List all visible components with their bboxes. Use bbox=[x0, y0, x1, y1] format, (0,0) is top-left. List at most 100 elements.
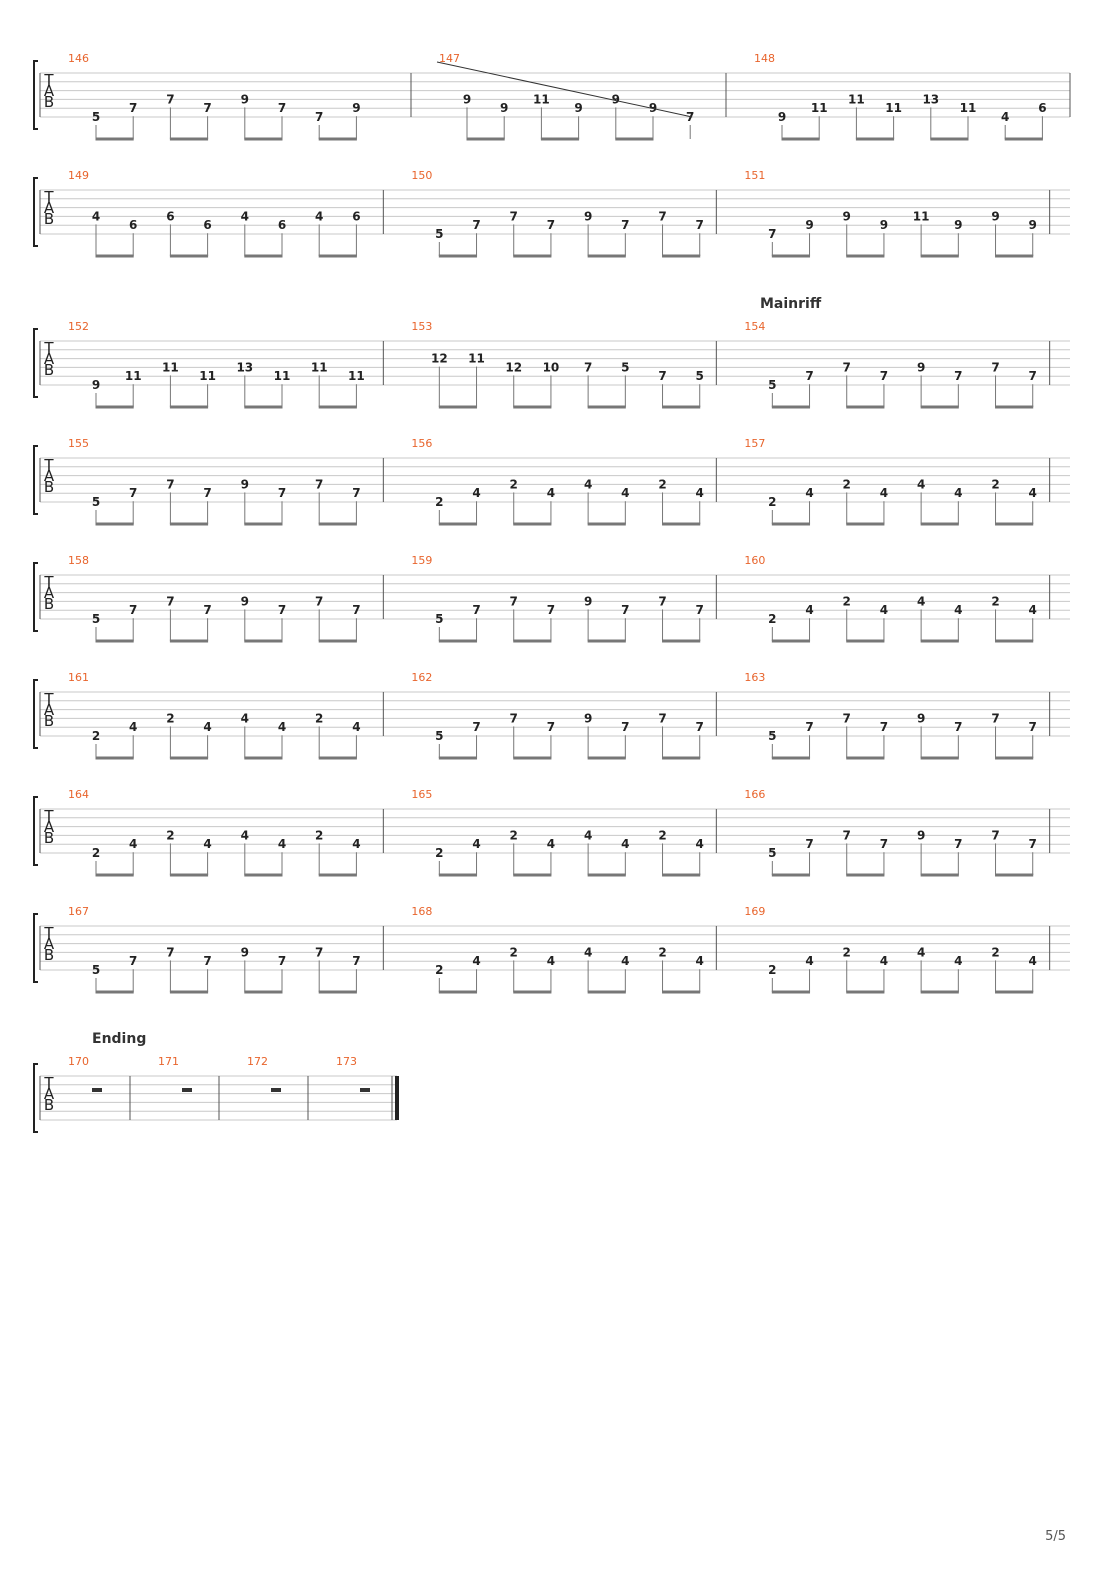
fret-number: 4 bbox=[696, 954, 704, 968]
fret-number: 2 bbox=[768, 963, 776, 977]
fret-number: 4 bbox=[129, 837, 137, 851]
fret-number: 11 bbox=[311, 360, 328, 374]
fret-number: 12 bbox=[431, 352, 448, 366]
fret-number: 12 bbox=[505, 360, 522, 374]
system-bracket bbox=[33, 177, 38, 247]
system-bracket bbox=[33, 562, 38, 632]
fret-number: 9 bbox=[584, 209, 592, 223]
fret-number: 4 bbox=[880, 954, 888, 968]
tab-clef-letter: A bbox=[44, 82, 55, 100]
fret-number: 4 bbox=[954, 486, 962, 500]
fret-number: 7 bbox=[352, 603, 360, 617]
fret-number: 9 bbox=[778, 110, 786, 124]
tab-clef-letter: B bbox=[44, 361, 54, 379]
fret-number: 9 bbox=[463, 92, 471, 106]
measure-number: 167 bbox=[68, 905, 89, 918]
fret-number: 11 bbox=[811, 101, 828, 115]
measure-number: 154 bbox=[744, 320, 765, 333]
measure-number: 171 bbox=[158, 1055, 179, 1068]
fret-number: 9 bbox=[241, 92, 249, 106]
fret-number: 7 bbox=[166, 477, 174, 491]
half-rest bbox=[92, 1088, 102, 1092]
tab-clef-letter: T bbox=[43, 188, 54, 206]
slide-line bbox=[436, 61, 693, 118]
fret-number: 4 bbox=[621, 837, 629, 851]
fret-number: 11 bbox=[960, 101, 977, 115]
fret-number: 2 bbox=[991, 945, 999, 959]
fret-number: 2 bbox=[315, 711, 323, 725]
fret-number: 7 bbox=[472, 603, 480, 617]
fret-number: 2 bbox=[435, 495, 443, 509]
fret-number: 2 bbox=[991, 477, 999, 491]
system-bracket bbox=[33, 796, 38, 866]
fret-number: 7 bbox=[166, 594, 174, 608]
measure-number: 147 bbox=[439, 52, 460, 65]
fret-number: 7 bbox=[203, 603, 211, 617]
fret-number: 7 bbox=[129, 101, 137, 115]
measure-number: 155 bbox=[68, 437, 89, 450]
fret-number: 7 bbox=[510, 209, 518, 223]
fret-number: 4 bbox=[92, 209, 100, 223]
fret-number: 4 bbox=[278, 837, 286, 851]
fret-number: 7 bbox=[880, 837, 888, 851]
system-bracket bbox=[33, 328, 38, 398]
tab-clef-letter: T bbox=[43, 456, 54, 474]
tab-clef-letter: T bbox=[43, 71, 54, 89]
tab-clef-letter: B bbox=[44, 93, 54, 111]
fret-number: 7 bbox=[991, 360, 999, 374]
measure-number: 162 bbox=[411, 671, 432, 684]
fret-number: 4 bbox=[241, 828, 249, 842]
measure-number: 165 bbox=[411, 788, 432, 801]
fret-number: 4 bbox=[805, 486, 813, 500]
fret-number: 7 bbox=[129, 486, 137, 500]
fret-number: 7 bbox=[129, 603, 137, 617]
fret-number: 7 bbox=[547, 603, 555, 617]
tab-clef-letter: T bbox=[43, 807, 54, 825]
fret-number: 5 bbox=[92, 110, 100, 124]
fret-number: 2 bbox=[92, 729, 100, 743]
fret-number: 4 bbox=[1029, 954, 1037, 968]
tab-clef-letter: B bbox=[44, 946, 54, 964]
system-bracket bbox=[33, 60, 38, 130]
tab-clef-letter: T bbox=[43, 924, 54, 942]
fret-number: 7 bbox=[621, 603, 629, 617]
tab-clef-letter: B bbox=[44, 478, 54, 496]
fret-number: 9 bbox=[612, 92, 620, 106]
fret-number: 4 bbox=[584, 945, 592, 959]
measure-number: 172 bbox=[247, 1055, 268, 1068]
fret-number: 7 bbox=[843, 360, 851, 374]
fret-number: 4 bbox=[917, 945, 925, 959]
fret-number: 4 bbox=[315, 209, 323, 223]
fret-number: 11 bbox=[125, 369, 142, 383]
fret-number: 7 bbox=[621, 720, 629, 734]
fret-number: 7 bbox=[547, 720, 555, 734]
fret-number: 4 bbox=[278, 720, 286, 734]
fret-number: 7 bbox=[658, 594, 666, 608]
fret-number: 4 bbox=[880, 486, 888, 500]
fret-number: 4 bbox=[805, 603, 813, 617]
tab-clef-letter: T bbox=[43, 573, 54, 591]
fret-number: 11 bbox=[848, 92, 865, 106]
fret-number: 9 bbox=[92, 378, 100, 392]
fret-number: 7 bbox=[129, 954, 137, 968]
fret-number: 5 bbox=[768, 846, 776, 860]
fret-number: 11 bbox=[199, 369, 216, 383]
system-bracket bbox=[33, 1063, 38, 1133]
fret-number: 11 bbox=[162, 360, 179, 374]
tab-clef-letter: A bbox=[44, 1085, 55, 1103]
fret-number: 6 bbox=[278, 218, 286, 232]
tab-clef-letter: T bbox=[43, 690, 54, 708]
fret-number: 11 bbox=[348, 369, 365, 383]
measure-number: 160 bbox=[744, 554, 765, 567]
fret-number: 2 bbox=[510, 828, 518, 842]
fret-number: 4 bbox=[547, 486, 555, 500]
fret-number: 11 bbox=[274, 369, 291, 383]
fret-number: 9 bbox=[917, 360, 925, 374]
measure-number: 173 bbox=[336, 1055, 357, 1068]
measure-number: 148 bbox=[754, 52, 775, 65]
fret-number: 9 bbox=[241, 594, 249, 608]
fret-number: 13 bbox=[236, 360, 253, 374]
fret-number: 2 bbox=[768, 495, 776, 509]
tab-clef-letter: A bbox=[44, 199, 55, 217]
